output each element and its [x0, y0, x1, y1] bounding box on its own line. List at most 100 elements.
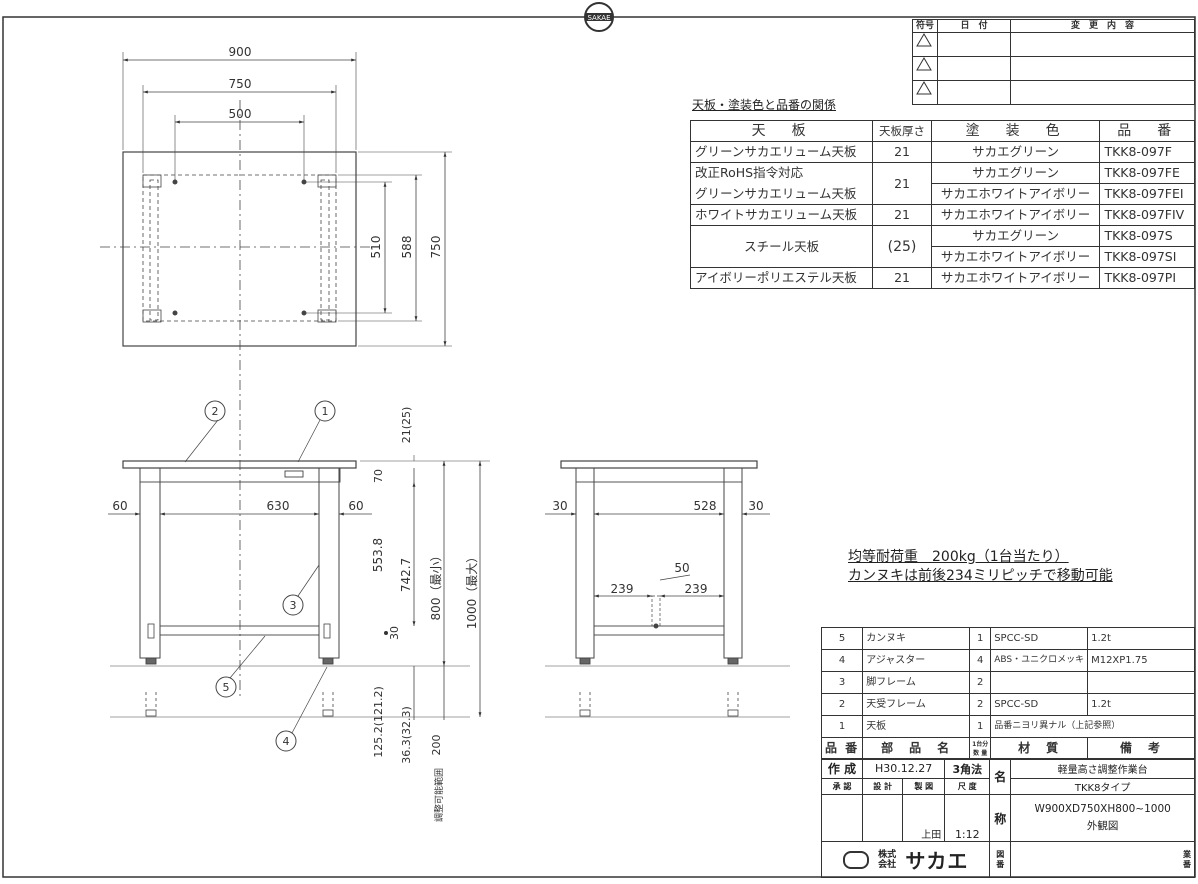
parts-header-material: 材 質 [990, 737, 1089, 760]
dim-900: 900 [229, 45, 252, 59]
part-qty: 2 [969, 693, 992, 716]
spec-color: サカエグリーン [930, 162, 1101, 184]
company-name: サカエ [905, 849, 969, 873]
spec-code: TKK8-097FIV [1099, 204, 1195, 226]
spec-code: TKK8-097PI [1099, 267, 1195, 289]
spec-thickness: (25) [872, 225, 932, 268]
name-label-b: 称 [989, 794, 1012, 842]
dim-800-min: 800（最小） [429, 550, 443, 621]
parts-row: 5 カンヌキ 1 SPCC-SD 1.2t [820, 627, 1195, 650]
part-note [1087, 671, 1195, 694]
dim-30-front: 30 [388, 626, 401, 640]
dim-60-right: 60 [348, 499, 363, 513]
parts-header-note: 備 考 [1087, 737, 1195, 760]
parts-header-no: 品 番 [820, 737, 864, 760]
parts-header-row: 品 番 部 品 名 1台分数 量 材 質 備 考 [820, 737, 1195, 760]
projection-method: 3角法 [944, 758, 991, 779]
part-material [990, 671, 1089, 694]
dim-588: 588 [400, 236, 414, 259]
part-note: 1.2t [1087, 627, 1195, 650]
biz-no-label-b: 番 [1183, 859, 1191, 869]
made-date: H30.12.27 [861, 758, 946, 779]
load-note: 均等耐荷重 200kg（1台当たり） カンヌキは前後234ミリピッチで移動可能 [848, 548, 1113, 586]
spec-top-name: 改正RoHS指令対応 [689, 162, 874, 184]
svg-text:1: 1 [322, 405, 329, 418]
top-mark-text: SAKAE [587, 14, 610, 22]
dim-30-side-right: 30 [748, 499, 763, 513]
spec-code: TKK8-097F [1099, 141, 1195, 163]
dim-742-7: 742.7 [399, 558, 413, 592]
svg-text:2: 2 [212, 405, 219, 418]
spec-header-thickness: 天板厚さ [872, 120, 932, 142]
fig-no-label: 図番 [989, 841, 1012, 878]
part-qty: 1 [969, 627, 992, 650]
dim-500: 500 [229, 107, 252, 121]
drafter-name: 上田 [902, 794, 946, 842]
draft-label: 製 図 [902, 778, 946, 795]
dim-750-depth: 750 [429, 236, 443, 259]
dim-30-marker [384, 631, 388, 635]
crossbar-note-text: カンヌキは前後234ミリピッチで移動可能 [848, 568, 1113, 584]
rev-header-content: 変 更 内 容 [1010, 19, 1195, 33]
company-logo-icon [842, 850, 869, 869]
dim-239-right: 239 [685, 582, 708, 596]
title-block: 作 成 H30.12.27 3角法 名 軽量高さ調整作業台 承 認 設 計 製 … [820, 758, 1195, 878]
fig-no-label-a: 図 [996, 849, 1005, 859]
part-material: SPCC-SD [990, 627, 1089, 650]
plan-view [100, 52, 452, 700]
spec-color: サカエホワイトアイボリー [930, 204, 1101, 226]
rev-row [911, 32, 1195, 57]
part-material: SPCC-SD [990, 693, 1089, 716]
adjust-range-label: 調整可能範囲 [433, 768, 445, 822]
spec-thickness: 21 [872, 267, 932, 289]
spec-row: スチール天板 (25) サカエグリーン TKK8-097S [689, 225, 1195, 268]
revision-table: 符号 日 付 変 更 内 容 [911, 19, 1195, 105]
load-capacity-text: 均等耐荷重 200kg（1台当たり） [848, 549, 1069, 565]
scale-value: 1:12 [944, 794, 991, 842]
part-qty: 1 [969, 715, 992, 738]
biz-no-label-a: 業 [1183, 849, 1191, 859]
dim-630: 630 [267, 499, 290, 513]
rev-header-date: 日 付 [937, 19, 1012, 33]
part-note: M12XP1.75 [1087, 649, 1195, 672]
spec-row: グリーンサカエリューム天板 サカエホワイトアイボリー TKK8-097FEI [689, 183, 1195, 205]
product-name-1: 軽量高さ調整作業台 [1010, 758, 1195, 779]
company-prefix-b: 会社 [878, 859, 897, 870]
part-name: 天受フレーム [862, 693, 971, 716]
triangle-icon [916, 57, 932, 71]
design-label: 設 計 [861, 778, 904, 795]
dim-50: 50 [674, 561, 689, 575]
dim-30-side-left: 30 [552, 499, 567, 513]
balloon-4: 4 [275, 666, 328, 752]
spec-color: サカエグリーン [930, 141, 1101, 163]
spec-color: サカエホワイトアイボリー [930, 267, 1101, 289]
spec-color: サカエホワイトアイボリー [930, 183, 1101, 205]
part-name: カンヌキ [862, 627, 971, 650]
part-name: アジャスター [862, 649, 971, 672]
fig-no-label-b: 番 [996, 859, 1005, 869]
part-note: 1.2t [1087, 693, 1195, 716]
part-name: 天板 [862, 715, 971, 738]
spec-top-name: グリーンサカエリューム天板 [689, 141, 874, 163]
parts-header-name: 部 品 名 [862, 737, 971, 760]
dim-510: 510 [369, 236, 383, 259]
dim-70: 70 [372, 469, 385, 483]
company-cell: 株式会社 サカエ [820, 841, 991, 878]
side-view [545, 460, 790, 718]
part-no: 1 [820, 715, 864, 738]
spec-table-title: 天板・塗装色と品番の関係 [692, 98, 837, 112]
parts-header-qty: 1台分数 量 [969, 737, 992, 760]
rev-row [911, 56, 1195, 81]
drawing-type: 外観図 [1086, 820, 1119, 832]
triangle-icon [916, 81, 932, 95]
dim-60-left: 60 [112, 499, 127, 513]
part-material: ABS・ユニクロメッキ [990, 649, 1089, 672]
dim-528: 528 [694, 499, 717, 513]
balloon-2: 2 [184, 400, 226, 463]
dim-1000-max: 1000（最大） [465, 551, 479, 630]
part-no: 3 [820, 671, 864, 694]
approve-label: 承 認 [821, 778, 863, 795]
dim-553-8: 553.8 [371, 538, 385, 572]
